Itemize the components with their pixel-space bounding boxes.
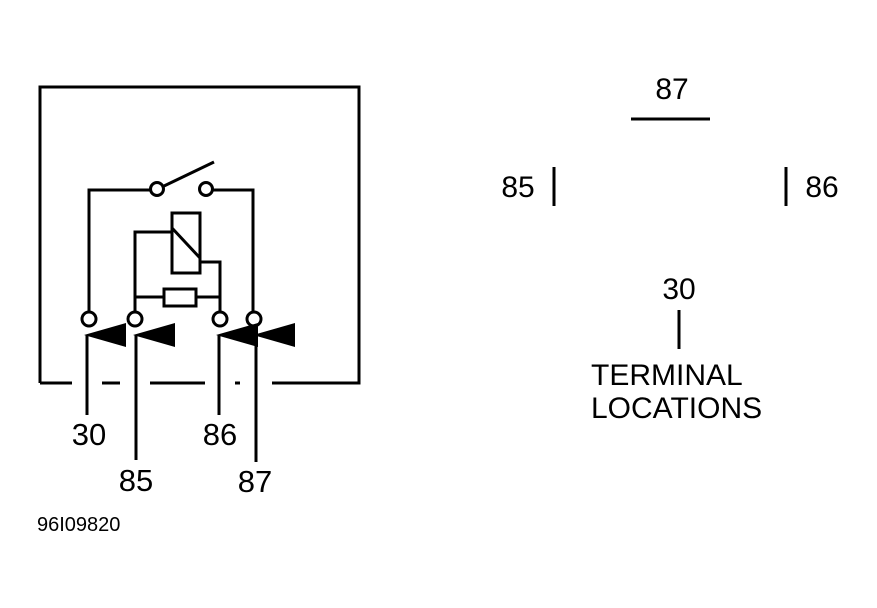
terminal-label-30: 30 <box>72 417 106 452</box>
location-label-87: 87 <box>655 73 688 106</box>
terminal-label-87: 87 <box>238 464 272 499</box>
relay-housing <box>38 85 361 385</box>
terminal-pins <box>80 310 263 328</box>
relay-coil-circuit <box>133 211 222 311</box>
resistor <box>162 287 198 308</box>
location-label-30: 30 <box>662 273 695 306</box>
caption-line-1: TERMINAL <box>591 359 743 392</box>
terminal-label-85: 85 <box>119 463 153 498</box>
terminal-pin-86 <box>211 310 229 328</box>
location-label-86: 86 <box>805 171 838 204</box>
terminal-pin-87 <box>245 310 263 328</box>
figure-id: 96I09820 <box>37 514 120 536</box>
terminal-arrows <box>84 323 295 462</box>
location-label-85: 85 <box>501 171 534 204</box>
relay-switch-circuit <box>87 160 255 311</box>
terminal-pin-30 <box>80 310 98 328</box>
caption-line-2: LOCATIONS <box>591 392 762 425</box>
terminal-label-86: 86 <box>203 417 237 452</box>
terminal-locations: 87 85 86 30 TERMINAL LOCATIONS <box>501 73 838 425</box>
terminal-pin-85 <box>126 310 144 328</box>
relay-coil <box>170 211 202 275</box>
